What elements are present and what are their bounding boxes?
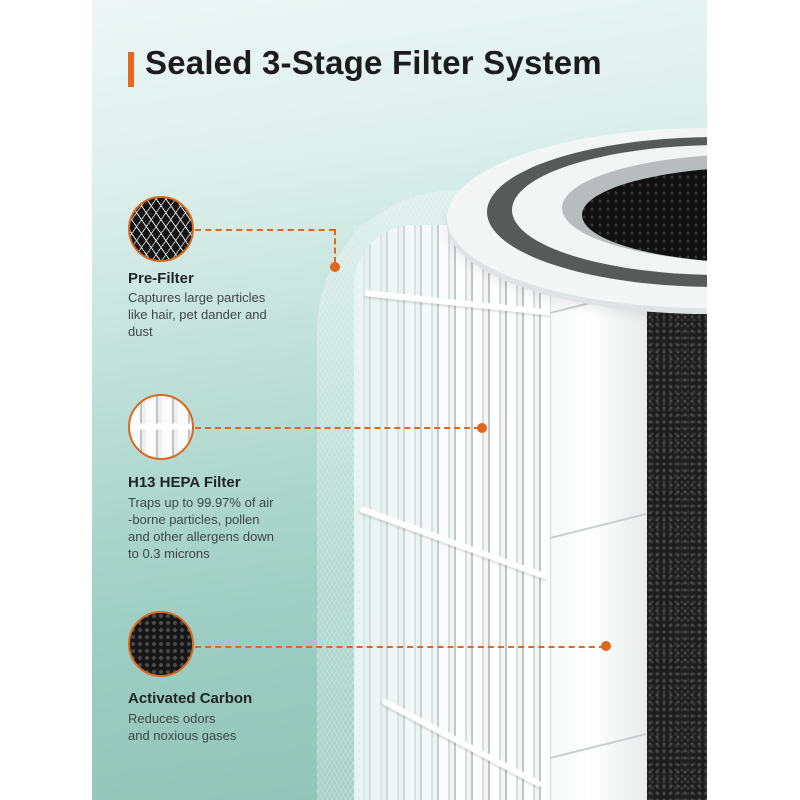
desc-line: like hair, pet dander and [128, 307, 267, 322]
callout-line [195, 427, 480, 429]
carbon-foam-icon [128, 611, 194, 677]
filter-frame-edge [550, 230, 647, 800]
desc-line: -borne particles, pollen [128, 512, 260, 527]
desc-line: dust [128, 324, 153, 339]
callout-line [195, 646, 605, 648]
desc-line: Captures large particles [128, 290, 266, 305]
stage-description: Traps up to 99.97% of air -borne particl… [128, 494, 318, 562]
hepa-pleats-icon [128, 394, 194, 460]
carbon-layer [647, 230, 707, 800]
stage-title: Activated Carbon [128, 690, 253, 707]
page-title: Sealed 3-Stage Filter System [145, 44, 602, 81]
stage-title: Pre-Filter [128, 270, 194, 287]
callout-line [334, 229, 336, 263]
title-accent-bar [128, 52, 134, 87]
desc-line: and other allergens down [128, 529, 274, 544]
stage-description: Reduces odors and noxious gases [128, 710, 318, 744]
desc-line: and noxious gases [128, 728, 237, 743]
stage-title: H13 HEPA Filter [128, 474, 241, 491]
stage-description: Captures large particles like hair, pet … [128, 289, 318, 340]
desc-line: to 0.3 microns [128, 546, 210, 561]
mesh-prefilter-icon [128, 196, 194, 262]
product-image-panel: Sealed 3-Stage Filter System Pre-Filter … [92, 0, 707, 800]
desc-line: Reduces odors [128, 711, 216, 726]
desc-line: Traps up to 99.97% of air [128, 495, 274, 510]
callout-line [195, 229, 335, 231]
callout-dot [477, 423, 487, 433]
callout-dot [330, 262, 340, 272]
callout-dot [601, 641, 611, 651]
